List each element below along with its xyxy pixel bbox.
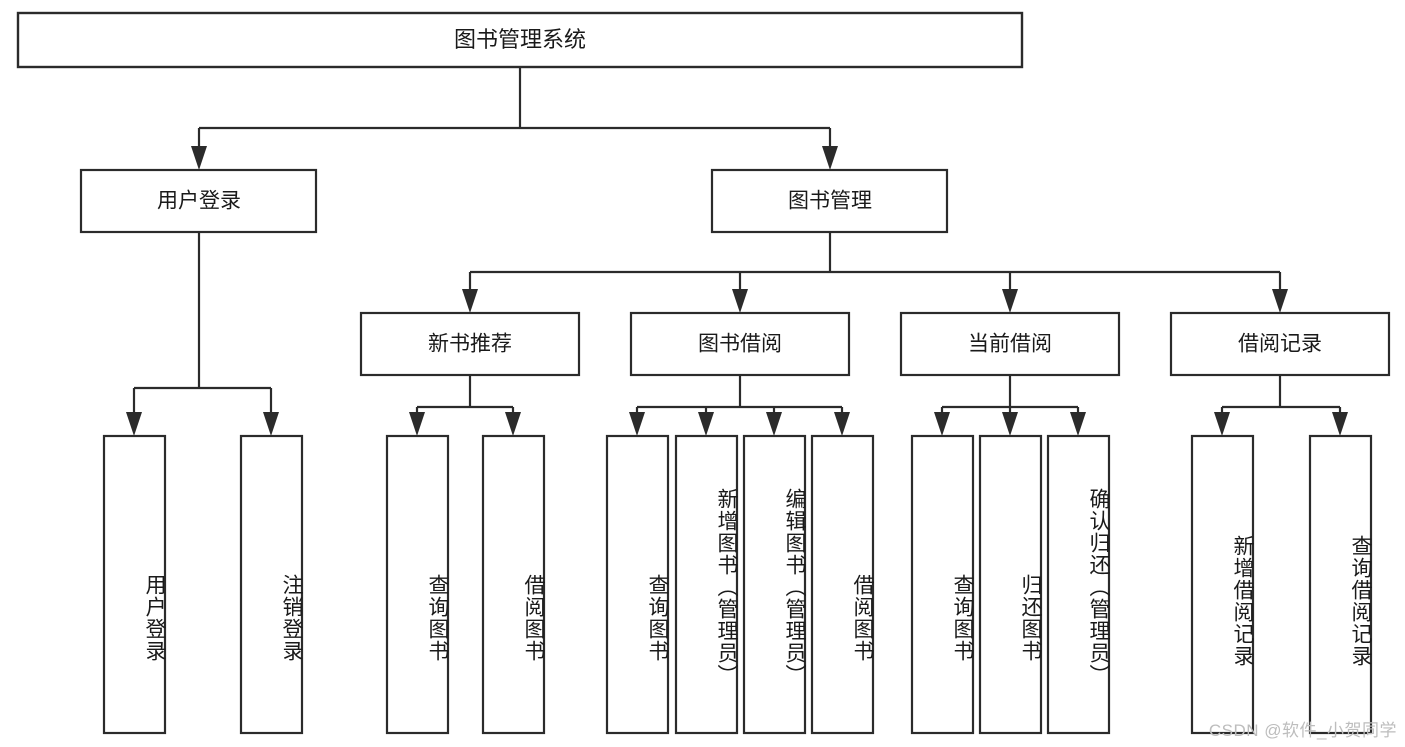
leaf-box-book-borrow-3[interactable]: [742, 434, 807, 735]
leaf-box-borrow-record-1[interactable]: [1190, 434, 1255, 735]
node-user-login[interactable]: 用户登录: [79, 168, 318, 234]
arrowhead-book-borrow-leaf-3: [766, 412, 782, 436]
leaf-box-user-login-2[interactable]: [239, 434, 304, 735]
node-root-box[interactable]: [16, 11, 1024, 69]
node-borrow-record[interactable]: 借阅记录: [1169, 311, 1391, 377]
leaf-box-book-borrow-2[interactable]: [674, 434, 739, 735]
node-borrow-record-box[interactable]: [1169, 311, 1391, 377]
node-root-label: 图书管理系统: [454, 27, 586, 52]
node-book-manage[interactable]: 图书管理: [710, 168, 949, 234]
node-current-borrow[interactable]: 当前借阅: [899, 311, 1121, 377]
leaf-box-user-login-1[interactable]: [102, 434, 167, 735]
leaf-box-book-borrow-4[interactable]: [810, 434, 875, 735]
arrowhead-current-borrow-leaf-1: [934, 412, 950, 436]
leaf-box-new-book-2[interactable]: [481, 434, 546, 735]
arrowhead-book-borrow-leaf-4: [834, 412, 850, 436]
node-new-book-recommend-box[interactable]: [359, 311, 581, 377]
node-book-borrow-label: 图书借阅: [698, 333, 782, 356]
arrowhead-to-book-borrow: [732, 289, 748, 313]
edge-layer: [126, 67, 1348, 436]
csdn-watermark: CSDN @软件_小贺同学: [1208, 721, 1397, 740]
node-book-borrow[interactable]: 图书借阅: [629, 311, 851, 377]
arrowhead-to-borrow-record: [1272, 289, 1288, 313]
node-book-borrow-box[interactable]: [629, 311, 851, 377]
arrowhead-new-book-leaf-2: [505, 412, 521, 436]
node-new-book-recommend-label: 新书推荐: [428, 333, 512, 356]
node-user-login-label: 用户登录: [157, 190, 241, 213]
leaf-box-layer: [102, 434, 1373, 735]
arrowhead-new-book-leaf-1: [409, 412, 425, 436]
leaf-box-current-borrow-1[interactable]: [910, 434, 975, 735]
node-new-book-recommend[interactable]: 新书推荐: [359, 311, 581, 377]
node-current-borrow-box[interactable]: [899, 311, 1121, 377]
node-root[interactable]: 图书管理系统: [16, 11, 1024, 69]
node-book-manage-label: 图书管理: [788, 190, 872, 213]
arrowhead-user-login-leaf-2: [263, 412, 279, 436]
arrowhead-book-borrow-leaf-2: [698, 412, 714, 436]
arrowhead-borrow-record-leaf-1: [1214, 412, 1230, 436]
arrowhead-current-borrow-leaf-2: [1002, 412, 1018, 436]
leaf-box-current-borrow-2[interactable]: [978, 434, 1043, 735]
node-borrow-record-label: 借阅记录: [1238, 333, 1322, 356]
node-user-login-box[interactable]: [79, 168, 318, 234]
node-book-manage-box[interactable]: [710, 168, 949, 234]
leaf-box-book-borrow-1[interactable]: [605, 434, 670, 735]
arrowhead-book-borrow-leaf-1: [629, 412, 645, 436]
arrowhead-borrow-record-leaf-2: [1332, 412, 1348, 436]
arrowhead-to-new-book: [462, 289, 478, 313]
leaf-box-borrow-record-2[interactable]: [1308, 434, 1373, 735]
node-current-borrow-label: 当前借阅: [968, 333, 1052, 356]
arrowhead-root-to-book-manage: [822, 146, 838, 170]
leaf-box-current-borrow-3[interactable]: [1046, 434, 1111, 735]
leaf-box-new-book-1[interactable]: [385, 434, 450, 735]
arrowhead-root-to-user-login: [191, 146, 207, 170]
arrowhead-current-borrow-leaf-3: [1070, 412, 1086, 436]
arrowhead-user-login-leaf-1: [126, 412, 142, 436]
arrowhead-to-current-borrow: [1002, 289, 1018, 313]
